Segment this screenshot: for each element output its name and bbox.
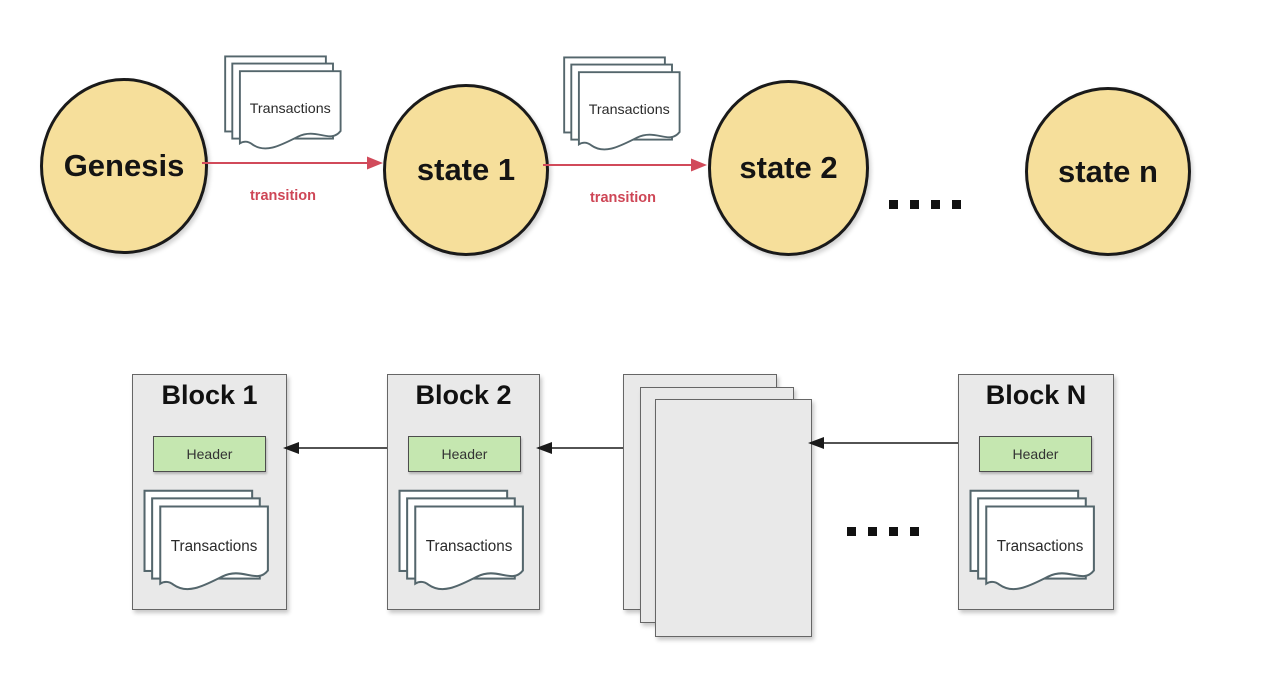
doc-label: Transactions xyxy=(589,102,670,118)
dot-icon xyxy=(847,527,856,536)
transition-arrow-label: transition xyxy=(249,188,317,204)
doc-label: Transactions xyxy=(997,538,1084,555)
hidden-block-page-front xyxy=(655,399,812,637)
state-node-n: state n xyxy=(1025,87,1191,256)
block-header-label: Header xyxy=(441,446,488,462)
doc-label: Transactions xyxy=(250,101,331,117)
state-node-label: state 1 xyxy=(416,152,516,187)
dot-icon xyxy=(910,527,919,536)
doc-label: Transactions xyxy=(426,538,513,555)
state-node-label: state 2 xyxy=(739,150,838,185)
block-title: Block 1 xyxy=(161,380,258,410)
transition-arrow xyxy=(543,158,707,172)
transition-arrow-label: transition xyxy=(589,190,657,206)
dot-icon xyxy=(910,200,919,209)
block-header: Header xyxy=(979,436,1092,472)
state-node-label: Genesis xyxy=(63,148,185,183)
block-1: Block 1 Header Transactions xyxy=(132,374,287,610)
state-node-1: state 1 xyxy=(383,84,549,256)
ellipsis-dots-states xyxy=(889,200,961,209)
block-2: Block 2 Header Transactions xyxy=(387,374,540,610)
block-title: Block 2 xyxy=(415,380,512,410)
transactions-doc-icon: Transactions xyxy=(969,489,1095,590)
dot-icon xyxy=(931,200,940,209)
block-link-arrow xyxy=(283,442,387,454)
block-header: Header xyxy=(153,436,266,472)
state-node-genesis: Genesis xyxy=(40,78,208,254)
block-header-label: Header xyxy=(186,446,233,462)
doc-label: Transactions xyxy=(171,538,258,555)
transactions-doc-icon: Transactions xyxy=(398,489,524,590)
block-link-arrow xyxy=(808,437,958,449)
block-n: Block N Header Transactions xyxy=(958,374,1114,610)
dot-icon xyxy=(889,527,898,536)
block-title: Block N xyxy=(985,380,1087,410)
state-node-label: state n xyxy=(1058,153,1158,189)
transactions-doc-icon: Transactions xyxy=(224,55,342,150)
block-header: Header xyxy=(408,436,521,472)
dot-icon xyxy=(868,527,877,536)
transactions-doc-icon: Transactions xyxy=(143,489,269,590)
dot-icon xyxy=(952,200,961,209)
block-header-label: Header xyxy=(1012,446,1059,462)
block-link-arrow xyxy=(536,442,623,454)
transition-arrow xyxy=(202,156,383,170)
state-node-2: state 2 xyxy=(708,80,869,256)
transactions-doc-icon: Transactions xyxy=(563,56,681,151)
dot-icon xyxy=(889,200,898,209)
ellipsis-dots-blocks xyxy=(847,527,919,536)
